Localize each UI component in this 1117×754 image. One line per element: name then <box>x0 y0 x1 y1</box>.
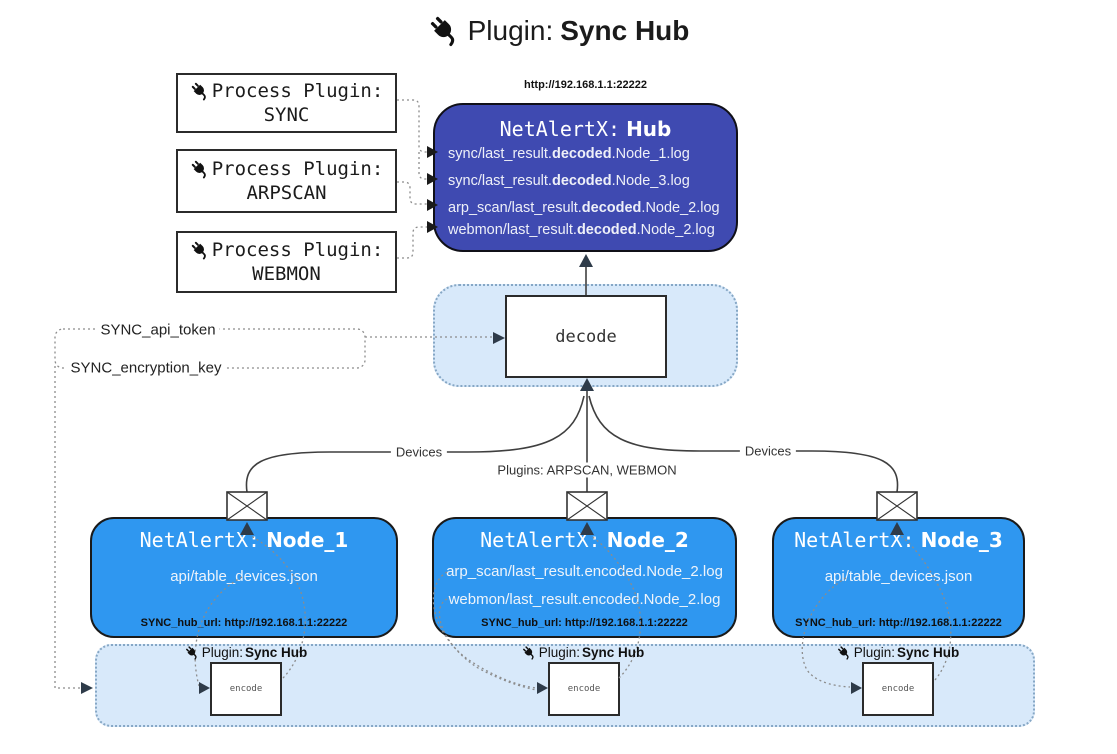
edge-label-plugins: Plugins: ARPSCAN, WEBMON <box>492 462 682 478</box>
node1-title: NetAlertX:Node_1 <box>139 528 349 552</box>
plug-icon <box>190 240 210 260</box>
hub-log-line: sync/last_result.decoded.Node_3.log <box>448 173 690 189</box>
title-label: Plugin: <box>467 14 554 46</box>
node2-title: NetAlertX:Node_2 <box>480 528 689 552</box>
encode-plugin-label: Plugin:Sync Hub <box>522 645 644 660</box>
hub-title: NetAlertX:Hub <box>499 117 672 141</box>
process-plugin-box-arpscan: Process Plugin: ARPSCAN <box>176 149 397 213</box>
plugin-to-hub-connectors <box>397 99 427 259</box>
hub-log-line: arp_scan/last_result.decoded.Node_2.log <box>448 200 720 216</box>
envelope-icon <box>226 491 268 521</box>
edge-label-devices-left: Devices <box>390 444 448 460</box>
process-plugin-label: Process Plugin: <box>211 80 384 102</box>
process-plugin-box-sync: Process Plugin: SYNC <box>176 73 397 133</box>
encode-plugin-label: Plugin:Sync Hub <box>837 645 959 660</box>
node1-box: NetAlertX:Node_1 api/table_devices.json … <box>90 517 398 638</box>
process-plugin-name: ARPSCAN <box>246 182 327 204</box>
encode-box-node3: encode <box>862 662 934 716</box>
edge-label-devices-right: Devices <box>739 443 797 459</box>
envelope-icon <box>876 491 918 521</box>
node2-box: NetAlertX:Node_2 arp_scan/last_result.en… <box>432 517 737 638</box>
process-plugin-name: SYNC <box>263 104 310 126</box>
sync-api-token-label: SYNC_api_token <box>96 321 220 339</box>
node3-title: NetAlertX:Node_3 <box>794 528 1003 552</box>
plug-icon <box>190 159 210 179</box>
hub-url-label: http://192.168.1.1:22222 <box>524 79 647 91</box>
plug-icon <box>185 645 200 660</box>
plug-icon <box>190 81 210 101</box>
process-plugin-name: WEBMON <box>252 263 321 285</box>
plug-icon <box>837 645 852 660</box>
hub-log-line: sync/last_result.decoded.Node_1.log <box>448 146 690 162</box>
node2-hub-url: SYNC_hub_url: http://192.168.1.1:22222 <box>481 617 688 629</box>
sync-encryption-key-label: SYNC_encryption_key <box>66 359 226 377</box>
encode-plugin-label: Plugin:Sync Hub <box>185 645 307 660</box>
process-plugin-label: Process Plugin: <box>211 239 384 261</box>
hub-log-line: webmon/last_result.decoded.Node_2.log <box>448 222 715 238</box>
title-name: Sync Hub <box>560 14 690 46</box>
node1-hub-url: SYNC_hub_url: http://192.168.1.1:22222 <box>140 617 348 629</box>
node3-hub-url: SYNC_hub_url: http://192.168.1.1:22222 <box>795 617 1002 629</box>
hub-box: NetAlertX:Hub sync/last_result.decoded.N… <box>433 103 738 252</box>
encode-box-node1: encode <box>210 662 282 716</box>
process-plugin-label: Process Plugin: <box>211 158 384 180</box>
node2-file: webmon/last_result.encoded.Node_2.log <box>448 591 721 608</box>
node2-file: arp_scan/last_result.encoded.Node_2.log <box>446 563 723 580</box>
envelope-icon <box>566 491 608 521</box>
node3-box: NetAlertX:Node_3 api/table_devices.json … <box>772 517 1025 638</box>
node1-file: api/table_devices.json <box>170 568 318 585</box>
node3-file: api/table_devices.json <box>824 568 973 585</box>
plug-icon <box>428 14 461 47</box>
decode-box: decode <box>505 295 667 378</box>
encode-box-node2: encode <box>548 662 620 716</box>
diagram-title: Plugin: Sync Hub <box>0 14 1117 47</box>
plug-icon <box>522 645 537 660</box>
process-plugin-box-webmon: Process Plugin: WEBMON <box>176 231 397 293</box>
